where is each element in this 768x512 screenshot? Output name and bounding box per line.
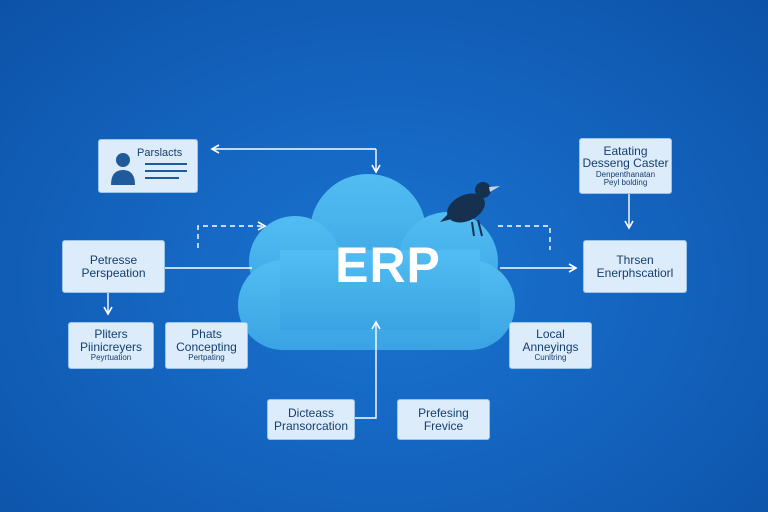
node-top-right[interactable]: Eatating Desseng Caster Denpenthanatan P… <box>579 138 672 194</box>
node-bottom-b-line2: Frevice <box>423 418 464 433</box>
node-bottom-a[interactable]: Dicteass Pransorcation <box>267 399 355 440</box>
profile-card[interactable] <box>98 139 198 193</box>
node-right-mid[interactable]: Thrsen Enerphscatiorl <box>583 240 687 293</box>
erp-cloud <box>238 174 515 350</box>
node-left-mid-line1: Petresse <box>89 252 138 267</box>
raven-icon <box>440 182 500 237</box>
node-bottom-a-line1: Dicteass <box>287 405 334 420</box>
arrow-bottom-up <box>355 320 381 419</box>
node-right-low-line2: Anneyings <box>522 339 579 354</box>
node-left-mid[interactable]: Petresse Perspeation <box>62 240 165 293</box>
node-top-right-line3b: Peyl bolding <box>603 178 648 188</box>
dashed-left-connector <box>197 221 267 248</box>
node-left-low-b-line1: Phats <box>191 327 222 342</box>
node-left-low-b-line2: Concepting <box>176 339 237 354</box>
erp-label: ERP <box>335 237 441 293</box>
node-right-low[interactable]: Local Anneyings Cunltring <box>509 322 592 369</box>
node-right-low-line3: Cunltring <box>534 353 567 363</box>
node-left-low-a[interactable]: Pliters Piinicreyers Peyrtuation <box>68 322 154 369</box>
node-top-right-line3a: Denpenthanatan <box>595 169 656 179</box>
node-bottom-b-line1: Prefesing <box>418 405 469 420</box>
node-top-right-line2: Desseng Caster <box>582 156 669 171</box>
node-left-low-a-line1: Pliters <box>94 327 128 342</box>
node-right-mid-line2: Enerphscatiorl <box>596 265 674 280</box>
node-left-low-a-line3: Peyrtuation <box>90 353 132 363</box>
node-left-low-b[interactable]: Phats Concepting Pertpating <box>165 322 248 369</box>
connectors <box>103 144 634 419</box>
node-left-low-a-line2: Piinicreyers <box>79 339 142 354</box>
node-top-right-line1: Eatating <box>603 143 648 158</box>
profile-card-title: Parslacts <box>137 147 183 159</box>
dashed-right-connector <box>498 225 551 250</box>
person-icon <box>111 153 187 185</box>
node-left-low-b-line3: Pertpating <box>188 353 225 363</box>
node-right-low-line1: Local <box>536 327 565 342</box>
node-right-mid-line1: Thrsen <box>616 252 654 267</box>
node-left-mid-line2: Perspeation <box>81 265 146 280</box>
node-bottom-b[interactable]: Prefesing Frevice <box>397 399 490 440</box>
node-bottom-a-line2: Pransorcation <box>273 418 349 433</box>
